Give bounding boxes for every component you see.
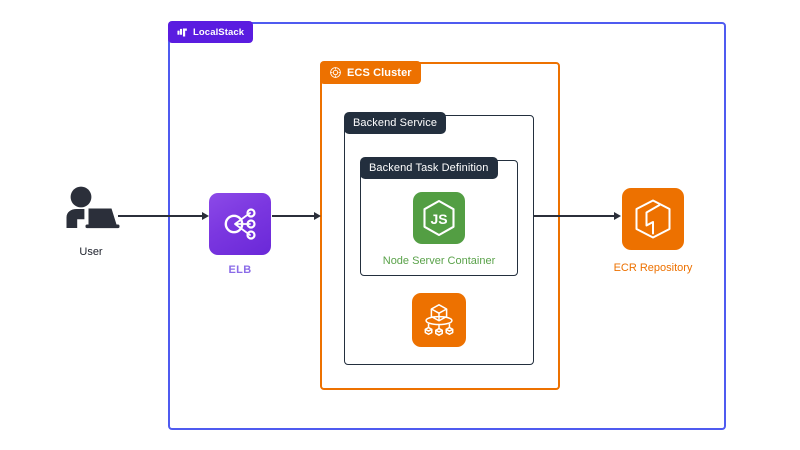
arrowhead-icon: [614, 211, 621, 220]
badge-backend-service: Backend Service: [344, 112, 447, 134]
user-laptop-icon: [60, 186, 122, 232]
ecs-cluster-icon: [329, 66, 342, 79]
node-node-server-container-label: Node Server Container: [382, 255, 496, 267]
connector-line: [534, 215, 615, 217]
arrowhead-icon: [314, 211, 321, 220]
node-ecr-repository-label: ECR Repository: [613, 262, 693, 274]
ecs-container-cubes-icon: [412, 293, 466, 347]
badge-localstack-label: LocalStack: [193, 26, 245, 38]
localstack-logo-icon: [177, 27, 188, 38]
ecr-cube-icon: [622, 188, 684, 250]
node-elb: ELB: [209, 193, 271, 276]
badge-ecs-cluster: ECS Cluster: [320, 61, 421, 84]
arrowhead-icon: [202, 211, 209, 220]
node-user-label: User: [79, 246, 103, 258]
node-user: User: [46, 186, 136, 258]
elb-load-balancer-icon: [209, 193, 271, 255]
badge-backend-service-label: Backend Service: [353, 117, 438, 129]
node-ecs-task: [412, 293, 466, 347]
connector-line: [118, 215, 203, 217]
node-node-server-container: JS Node Server Container: [383, 192, 495, 267]
badge-localstack: LocalStack: [168, 21, 254, 43]
nodejs-js-hexagon-icon: JS: [413, 192, 465, 244]
node-elb-label: ELB: [228, 264, 252, 276]
connector-line: [272, 215, 315, 217]
boundary-localstack: [168, 22, 726, 430]
boundary-ecs-cluster: [320, 62, 560, 390]
badge-backend-task-definition-label: Backend Task Definition: [369, 162, 489, 174]
svg-text:JS: JS: [430, 211, 447, 227]
badge-backend-task-definition: Backend Task Definition: [360, 157, 498, 179]
badge-ecs-cluster-label: ECS Cluster: [347, 66, 412, 79]
node-ecr-repository: ECR Repository: [614, 188, 692, 274]
